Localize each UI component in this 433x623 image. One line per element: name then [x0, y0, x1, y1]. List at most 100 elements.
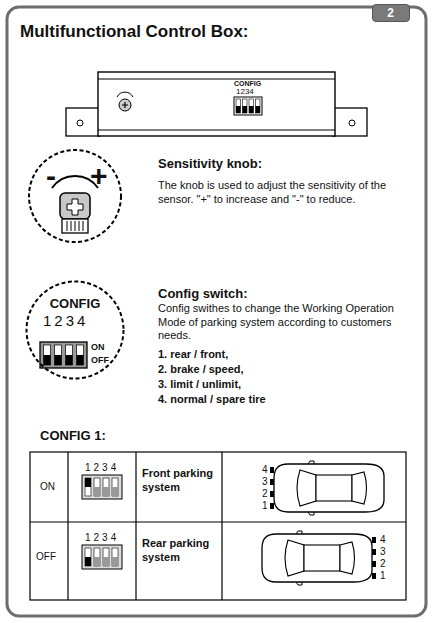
knob-cross [67, 199, 83, 215]
knob-cross [122, 102, 128, 108]
config-detail-switch [77, 355, 84, 365]
config-detail-switch [66, 355, 73, 365]
sensor-number: 3 [262, 476, 268, 488]
front-sensor [270, 467, 274, 473]
control-box [243, 106, 248, 113]
switch-label: CONFIG [25, 296, 125, 312]
config-detail-switch [44, 355, 51, 365]
config-detail-switch [77, 345, 84, 365]
table-rule [221, 452, 222, 600]
dashed-circle [25, 280, 125, 380]
rear-sensor [372, 537, 376, 579]
dip-switch [234, 97, 262, 115]
dip-switch-off [112, 548, 118, 566]
section-heading: Config switch: [158, 286, 248, 302]
config-table [30, 452, 406, 600]
sensor-number: 2 [380, 558, 386, 570]
switch-numbers: 1234 [43, 312, 88, 330]
dip-switch-off [82, 545, 122, 569]
dip-switch [40, 342, 87, 368]
front-sensor [270, 467, 274, 509]
detail-circle [29, 150, 121, 242]
mounting-flange [66, 108, 100, 136]
knob [60, 193, 90, 219]
car-outline [262, 531, 372, 585]
rear-car [262, 531, 372, 585]
list-item: 3. limit / unlimit, [158, 378, 241, 391]
page-number: 2 [373, 6, 408, 20]
mounting-flange [333, 108, 367, 136]
config-detail-switch [55, 355, 62, 365]
box-body [98, 72, 335, 136]
table-heading: CONFIG 1: [40, 428, 106, 444]
control-box [256, 106, 261, 113]
minus-sign: - [46, 158, 56, 194]
sensor-number: 1 [380, 570, 386, 582]
config-detail-switch [44, 345, 51, 365]
control-box [256, 99, 261, 113]
control-box [249, 99, 254, 113]
list-item: 4. normal / spare tire [158, 393, 266, 406]
dip-switch-on [94, 478, 100, 496]
mounting-hole [349, 120, 355, 126]
front-car [274, 461, 384, 515]
list-item: 2. brake / speed, [158, 363, 244, 376]
page-tab: 2 [372, 4, 410, 22]
dip-switch-off [103, 557, 109, 566]
dip-switch-on [85, 478, 91, 487]
switch-numbers: 1234 [236, 87, 254, 97]
switch-state: ON [91, 342, 105, 353]
page-title: Multifunctional Control Box: [20, 22, 249, 42]
knob-base [62, 219, 88, 233]
config-detail-switch [40, 342, 87, 368]
rear-sensor [372, 537, 376, 543]
switch-numbers: 1234 [85, 532, 119, 544]
body-text: The knob is used to adjust the sensitivi… [158, 179, 423, 206]
base-line [98, 130, 335, 131]
rear-sensor [372, 549, 376, 555]
table-rule [67, 452, 68, 600]
table-cell: Front parking system [142, 467, 214, 494]
sensor-number: 4 [380, 534, 386, 546]
knob-detail [29, 150, 121, 242]
config-detail-switch [66, 345, 73, 365]
config-detail: CONFIG1234ON OFF [25, 280, 125, 380]
sensor-number: 1 [262, 500, 268, 512]
mounting-hole [77, 120, 83, 126]
list-item: 1. rear / front, [158, 348, 228, 361]
table-cell: OFF [36, 551, 56, 563]
switch-state: OFF [91, 355, 109, 366]
plus-sign: + [90, 158, 108, 194]
dip-switch-on [103, 478, 109, 496]
table-border [30, 452, 406, 600]
control-box [66, 72, 367, 136]
table-rule [30, 521, 406, 522]
control-box [243, 99, 248, 113]
rear-sensor [372, 561, 376, 567]
dip-switch-on [112, 478, 118, 496]
dip-switch-off [94, 548, 100, 566]
page-frame [7, 7, 426, 616]
body-text: Config swithes to change the Working Ope… [158, 302, 413, 343]
sensor-number: 3 [380, 546, 386, 558]
control-box [236, 99, 241, 113]
knob-arc [117, 92, 133, 97]
dip-switch-off [112, 557, 118, 566]
rear-sensor [372, 573, 376, 579]
knob-base-ribs [67, 221, 83, 231]
dip-switch-off [103, 548, 109, 566]
car-outline [274, 461, 384, 515]
sensor-number: 4 [262, 464, 268, 476]
dip-switch-on [103, 487, 109, 496]
control-box [249, 106, 254, 113]
section-heading: Sensitivity knob: [158, 156, 262, 172]
switch-numbers: 1234 [85, 462, 119, 474]
table-cell: Rear parking system [142, 537, 214, 564]
lid-line [98, 79, 335, 80]
table-cell: ON [40, 481, 55, 493]
table-rule [135, 452, 136, 600]
dip-switch-off [85, 557, 91, 566]
dip-switch-on [85, 478, 91, 496]
